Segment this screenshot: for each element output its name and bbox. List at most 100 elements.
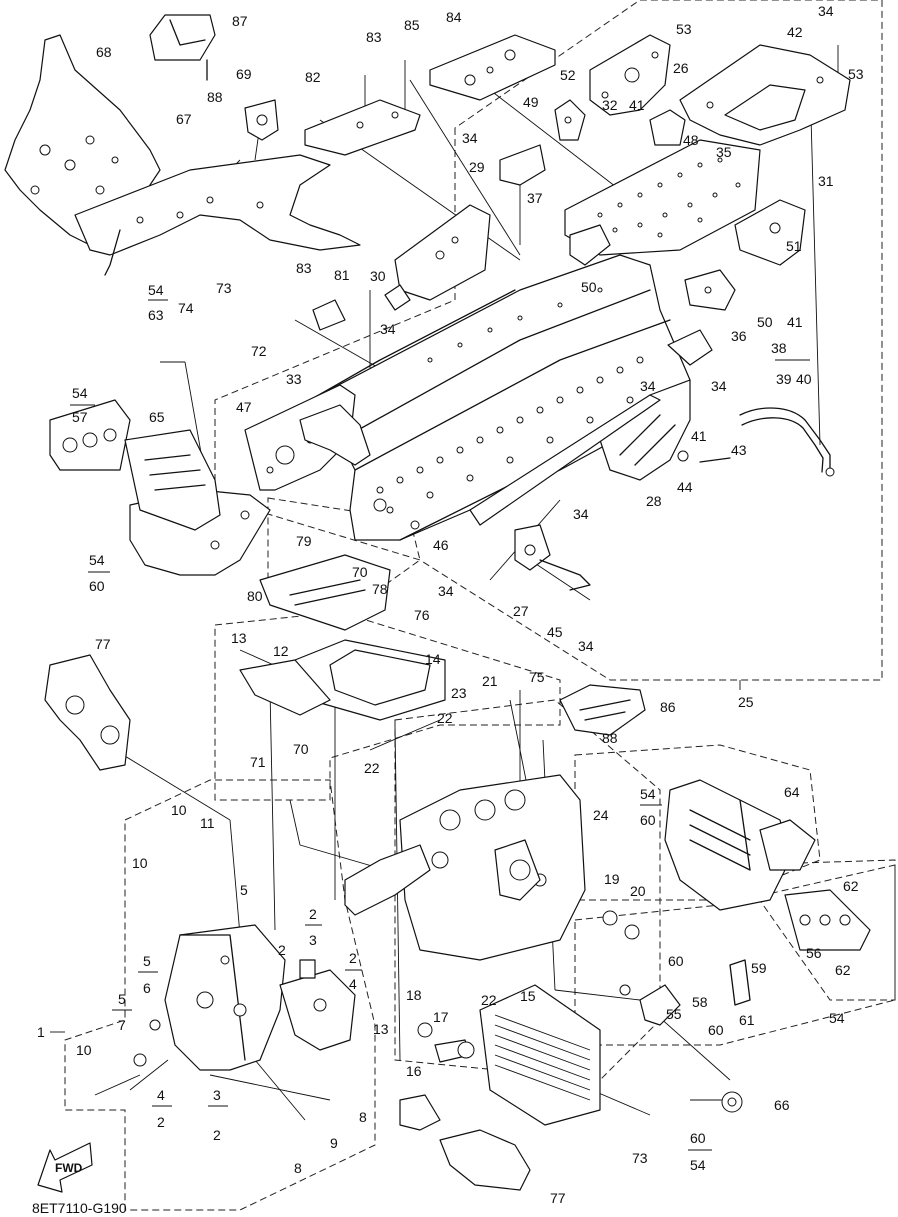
label-60: 60 [640, 812, 656, 828]
label-22: 22 [481, 992, 497, 1008]
label-34: 34 [380, 321, 396, 337]
label-10: 10 [132, 855, 148, 871]
label-54: 54 [829, 1010, 845, 1026]
label-88: 88 [207, 89, 223, 105]
label-76: 76 [414, 607, 430, 623]
label-61: 61 [739, 1012, 755, 1028]
label-54: 54 [640, 786, 656, 802]
label-53: 53 [848, 66, 864, 82]
label-28: 28 [646, 493, 662, 509]
label-54: 54 [690, 1157, 706, 1173]
label-48: 48 [683, 132, 699, 148]
label-11: 11 [200, 815, 215, 831]
label-85: 85 [404, 17, 420, 33]
label-73: 73 [216, 280, 232, 296]
label-9: 9 [330, 1135, 338, 1151]
label-51: 51 [786, 238, 802, 254]
label-34: 34 [438, 583, 454, 599]
label-3: 3 [309, 932, 317, 948]
label-34: 34 [462, 130, 478, 146]
label-22: 22 [364, 760, 380, 776]
label-17: 17 [433, 1009, 449, 1025]
label-19: 19 [604, 871, 620, 887]
label-13: 13 [231, 630, 247, 646]
label-79: 79 [296, 533, 312, 549]
label-56: 56 [806, 945, 822, 961]
label-49: 49 [523, 94, 539, 110]
label-77: 77 [550, 1190, 566, 1206]
label-59: 59 [751, 960, 767, 976]
label-78: 78 [372, 581, 388, 597]
label-68: 68 [96, 44, 112, 60]
label-40: 40 [796, 371, 812, 387]
label-81: 81 [334, 267, 350, 283]
label-83: 83 [296, 260, 312, 276]
diagram-code: 8ET7110-G190 [32, 1200, 127, 1216]
label-24: 24 [593, 807, 609, 823]
part-labels: 87 68 88 69 67 83 85 84 82 34 53 42 53 5… [37, 3, 864, 1206]
fwd-label: FWD [55, 1161, 83, 1175]
label-2: 2 [349, 950, 357, 966]
frame-holes [597, 157, 741, 238]
label-50: 50 [757, 314, 773, 330]
label-2: 2 [213, 1127, 221, 1143]
label-34: 34 [711, 378, 727, 394]
label-87: 87 [232, 13, 248, 29]
label-41: 41 [629, 97, 645, 113]
label-5: 5 [118, 991, 126, 1007]
label-60: 60 [708, 1022, 724, 1038]
label-34: 34 [640, 378, 656, 394]
label-42: 42 [787, 24, 803, 40]
label-8: 8 [294, 1160, 302, 1176]
label-41: 41 [787, 314, 803, 330]
label-27: 27 [513, 603, 529, 619]
label-6: 6 [143, 980, 151, 996]
label-83: 83 [366, 29, 382, 45]
label-18: 18 [406, 987, 422, 1003]
label-5: 5 [143, 953, 151, 969]
label-4: 4 [157, 1087, 165, 1103]
label-77: 77 [95, 636, 111, 652]
label-62: 62 [843, 878, 859, 894]
label-69: 69 [236, 66, 252, 82]
tunnel-holes [373, 287, 644, 530]
label-50: 50 [581, 279, 597, 295]
label-73: 73 [632, 1150, 648, 1166]
label-12: 12 [273, 643, 289, 659]
label-39: 39 [776, 371, 792, 387]
label-46: 46 [433, 537, 449, 553]
label-53: 53 [676, 21, 692, 37]
label-32: 32 [602, 97, 618, 113]
label-57: 57 [72, 409, 88, 425]
fwd-arrow: FWD [37, 1142, 93, 1193]
label-58: 58 [692, 994, 708, 1010]
label-64: 64 [784, 784, 800, 800]
label-66: 66 [774, 1097, 790, 1113]
label-74: 74 [178, 300, 194, 316]
label-35: 35 [716, 144, 732, 160]
label-88: 88 [602, 730, 618, 746]
label-14: 14 [425, 651, 441, 667]
label-54: 54 [148, 282, 164, 298]
label-36: 36 [731, 328, 747, 344]
label-63: 63 [148, 307, 164, 323]
label-54: 54 [89, 552, 105, 568]
label-brackets [50, 299, 810, 1151]
label-33: 33 [286, 371, 302, 387]
label-70: 70 [352, 564, 368, 580]
label-34: 34 [578, 638, 594, 654]
label-8: 8 [359, 1109, 367, 1125]
label-4: 4 [349, 976, 357, 992]
label-34: 34 [818, 3, 834, 19]
label-16: 16 [406, 1063, 422, 1079]
label-86: 86 [660, 699, 676, 715]
label-67: 67 [176, 111, 192, 127]
label-2: 2 [157, 1114, 165, 1130]
label-22: 22 [437, 710, 453, 726]
label-60: 60 [89, 578, 105, 594]
label-20: 20 [630, 883, 646, 899]
label-26: 26 [673, 60, 689, 76]
label-38: 38 [771, 340, 787, 356]
label-45: 45 [547, 624, 563, 640]
